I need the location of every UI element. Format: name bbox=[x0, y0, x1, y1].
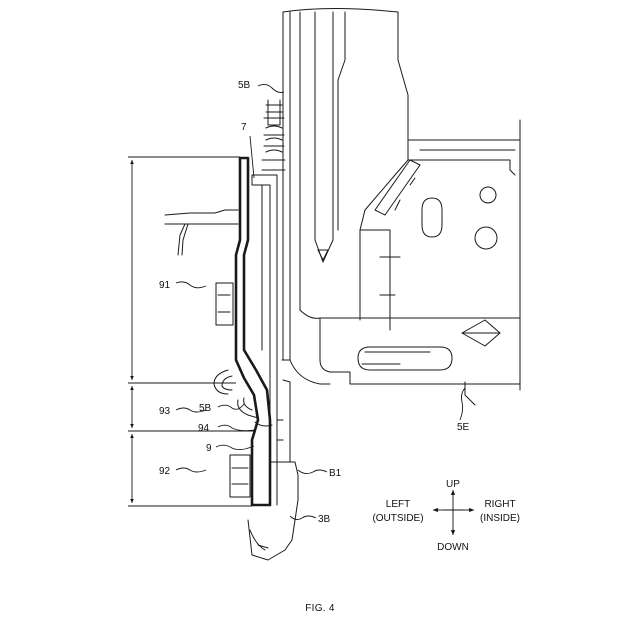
bracket-7 bbox=[252, 175, 277, 505]
label-9: 9 bbox=[206, 443, 212, 454]
direction-compass bbox=[433, 490, 474, 535]
bolt-head-lower bbox=[230, 455, 250, 497]
latch-tab bbox=[165, 210, 238, 255]
label-94: 94 bbox=[198, 423, 210, 434]
label-3b: 3B bbox=[318, 514, 331, 525]
member-3b bbox=[248, 455, 298, 560]
panel-5e bbox=[282, 120, 520, 405]
compass-up-label: UP bbox=[446, 479, 460, 490]
label-93: 93 bbox=[159, 406, 171, 417]
compass-right-sub-label: (INSIDE) bbox=[480, 513, 520, 524]
label-91: 91 bbox=[159, 280, 171, 291]
side-parts bbox=[277, 380, 290, 455]
label-b1: B1 bbox=[329, 468, 342, 479]
label-7: 7 bbox=[241, 122, 247, 133]
reference-labels: 5B 7 91 93 5B 94 9 92 B1 3B 5E bbox=[159, 80, 470, 525]
compass-down-label: DOWN bbox=[437, 542, 469, 553]
label-5b-top: 5B bbox=[238, 80, 251, 91]
label-5b-mid: 5B bbox=[199, 403, 212, 414]
compass-left-label: LEFT bbox=[386, 499, 410, 510]
member-9 bbox=[236, 158, 270, 505]
compass-right-label: RIGHT bbox=[484, 499, 515, 510]
bolt-head-upper bbox=[216, 283, 233, 325]
compass-labels: UP DOWN LEFT (OUTSIDE) RIGHT (INSIDE) bbox=[372, 479, 520, 553]
drawing-linework bbox=[165, 9, 520, 561]
figure-caption: FIG. 4 bbox=[0, 603, 640, 614]
label-92: 92 bbox=[159, 466, 171, 477]
label-5e: 5E bbox=[457, 422, 470, 433]
pillar-5b bbox=[283, 9, 408, 361]
compass-left-sub-label: (OUTSIDE) bbox=[372, 513, 423, 524]
bolt-stack bbox=[262, 100, 285, 170]
